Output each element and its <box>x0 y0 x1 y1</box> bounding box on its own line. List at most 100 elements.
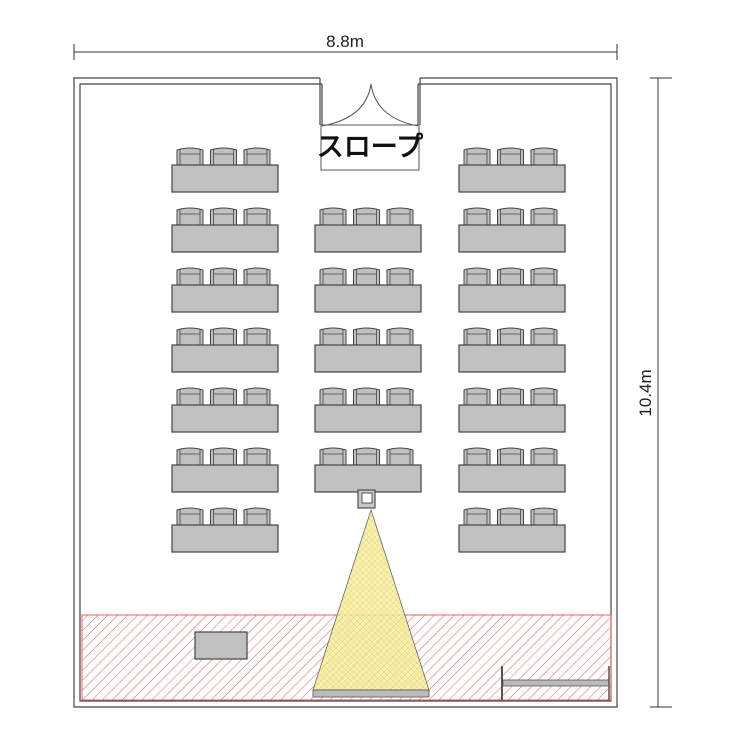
desk <box>458 224 566 253</box>
desk <box>458 164 566 193</box>
seating-area <box>171 147 566 553</box>
desk <box>314 344 422 373</box>
desk <box>171 344 279 373</box>
height-label: 10.4m <box>636 369 655 416</box>
height-dimension: 10.4m <box>636 77 672 708</box>
desk <box>314 224 422 253</box>
chair-icon <box>386 267 414 286</box>
desk <box>314 464 422 493</box>
desk <box>458 464 566 493</box>
lectern <box>194 631 248 660</box>
chair-icon <box>463 267 491 286</box>
desk-group <box>458 447 566 493</box>
desk <box>171 404 279 433</box>
desk <box>458 344 566 373</box>
chair-icon <box>463 447 491 466</box>
door-swing-right <box>370 83 419 127</box>
chair-icon <box>530 387 558 406</box>
desk-group <box>171 447 279 493</box>
entrance-slope: スロープ <box>317 83 424 171</box>
chair-icon <box>176 267 204 286</box>
desk <box>458 404 566 433</box>
chair-icon <box>243 207 271 226</box>
chair-icon <box>210 507 237 526</box>
desk-group <box>171 207 279 253</box>
chair-icon <box>353 387 380 406</box>
desk-group <box>458 327 566 373</box>
desk-group <box>458 387 566 433</box>
desk <box>314 404 422 433</box>
chair-icon <box>497 147 524 166</box>
width-dimension: 8.8m <box>73 32 618 60</box>
chair-icon <box>176 507 204 526</box>
chair-icon <box>210 447 237 466</box>
room-walls <box>73 77 618 708</box>
desk-group <box>314 447 422 493</box>
desk-group <box>171 327 279 373</box>
chair-icon <box>530 327 558 346</box>
chair-icon <box>530 267 558 286</box>
chair-icon <box>210 327 237 346</box>
side-bench <box>501 666 610 700</box>
desk-group <box>314 327 422 373</box>
chair-icon <box>319 327 347 346</box>
desk <box>314 284 422 313</box>
desk <box>458 524 566 553</box>
desk-group <box>171 507 279 553</box>
chair-icon <box>530 207 558 226</box>
desk-group <box>314 387 422 433</box>
chair-icon <box>497 267 524 286</box>
desk-group <box>458 507 566 553</box>
chair-icon <box>497 507 524 526</box>
desk <box>458 284 566 313</box>
chair-icon <box>463 327 491 346</box>
desk-group <box>314 207 422 253</box>
chair-icon <box>386 327 414 346</box>
chair-icon <box>530 147 558 166</box>
desk <box>171 284 279 313</box>
chair-icon <box>386 387 414 406</box>
chair-icon <box>530 447 558 466</box>
chair-icon <box>353 327 380 346</box>
desk-group <box>171 267 279 313</box>
chair-icon <box>319 447 347 466</box>
chair-icon <box>243 387 271 406</box>
chair-icon <box>210 147 237 166</box>
chair-icon <box>319 267 347 286</box>
chair-icon <box>176 147 204 166</box>
chair-icon <box>353 447 380 466</box>
slope-label: スロープ <box>317 132 424 163</box>
chair-icon <box>386 447 414 466</box>
chair-icon <box>497 207 524 226</box>
desk-group <box>458 147 566 193</box>
desk <box>171 524 279 553</box>
desk <box>171 464 279 493</box>
chair-icon <box>243 447 271 466</box>
desk-group <box>458 207 566 253</box>
chair-icon <box>176 207 204 226</box>
projection-screen <box>312 689 430 698</box>
width-label: 8.8m <box>326 32 364 51</box>
chair-icon <box>530 507 558 526</box>
chair-icon <box>210 387 237 406</box>
chair-icon <box>210 207 237 226</box>
chair-icon <box>463 147 491 166</box>
projection-cone <box>312 508 430 691</box>
chair-icon <box>463 387 491 406</box>
chair-icon <box>497 387 524 406</box>
chair-icon <box>463 507 491 526</box>
chair-icon <box>243 507 271 526</box>
desk-group <box>314 267 422 313</box>
chair-icon <box>176 447 204 466</box>
chair-icon <box>176 327 204 346</box>
chair-icon <box>463 207 491 226</box>
chair-icon <box>319 387 347 406</box>
chair-icon <box>243 327 271 346</box>
desk-group <box>171 387 279 433</box>
desk <box>171 164 279 193</box>
desk-group <box>171 147 279 193</box>
chair-icon <box>176 387 204 406</box>
desk <box>171 224 279 253</box>
chair-icon <box>497 327 524 346</box>
